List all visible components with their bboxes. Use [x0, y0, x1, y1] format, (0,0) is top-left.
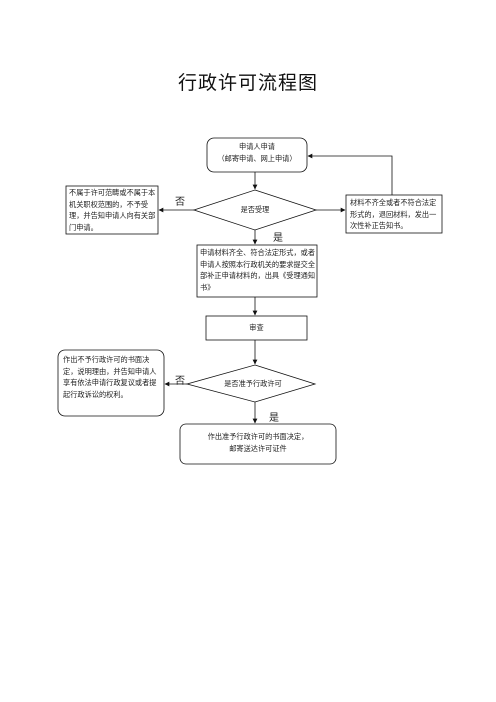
apply-line1: 申请人申请: [239, 142, 275, 151]
deny-box: 作出不予行政许可的书面决定，说明理由，并告知申请人享有依法申请行政复议或者提起行…: [63, 355, 157, 399]
grant-line2: 邮寄送达许可证件: [229, 443, 287, 453]
deny-box-shape: [57, 349, 165, 417]
apply-box-shape: [206, 137, 308, 173]
edge-label-yes-2: 是: [269, 413, 279, 424]
arrow-incomplete-to-apply: [307, 153, 393, 195]
edge-label-no-1: 否: [175, 197, 185, 208]
grant-line1: 作出准予行政许可的书面决定，: [207, 432, 309, 441]
edge-label-no-2: 否: [175, 376, 185, 387]
incomplete-box-shape: [345, 194, 443, 234]
review-box-shape: [205, 315, 308, 341]
page-title: 行政许可流程图: [177, 72, 318, 94]
review-box: 审查: [249, 323, 264, 332]
grant-box: 作出准予行政许可的书面决定， 邮寄送达许可证件: [180, 431, 336, 454]
incomplete-box: 材料不齐全或者不符合法定形式的，退回材料，发出一次性补正告知书。: [350, 198, 437, 230]
accept-decision-label: 是否受理: [240, 205, 270, 214]
reject-box: 不属于许可范畴或不属于本机关职权范围的，不予受理，并告知申请人向有关部门申请。: [69, 188, 156, 232]
apply-box: 申请人申请 （邮寄申请、网上申请）: [207, 141, 307, 164]
complete-box: 申请材料齐全、符合法定形式，或者申请人按照本行政机关的要求提交全部补正申请材料的…: [200, 248, 316, 292]
grant-box-shape: [179, 423, 337, 465]
edge-label-yes-1: 是: [273, 233, 283, 244]
apply-line2: （邮寄申请、网上申请）: [217, 153, 297, 163]
reject-box-shape: [65, 185, 159, 235]
grant-decision-label: 是否准予行政许可: [224, 379, 282, 388]
complete-box-shape: [196, 244, 318, 298]
